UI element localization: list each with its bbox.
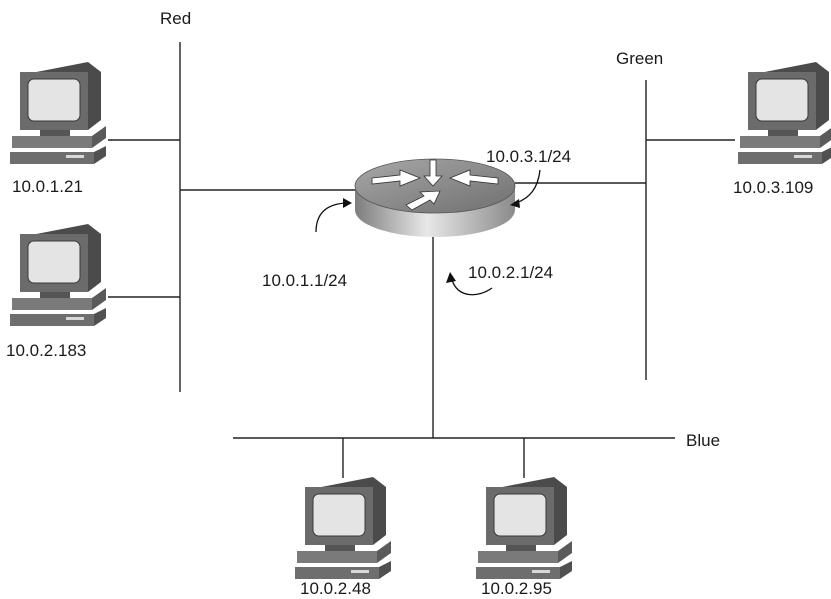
- host-blue-right-ip: 10.0.2.95: [481, 579, 552, 598]
- red-interface-pointer: [315, 198, 352, 233]
- router-blue-interface-label: 10.0.2.1/24: [468, 263, 553, 282]
- red-top-workstation-icon: [9, 61, 107, 165]
- router-red-interface-label: 10.0.1.1/24: [262, 271, 347, 290]
- green-segment-label: Green: [616, 49, 663, 68]
- host-red-top-ip: 10.0.1.21: [12, 177, 83, 196]
- router-green-interface-label: 10.0.3.1/24: [486, 147, 571, 166]
- blue-interface-pointer: [446, 272, 493, 296]
- green-interface-pointer: [510, 169, 541, 208]
- blue-right-workstation-icon: [475, 476, 573, 580]
- host-red-bottom-ip: 10.0.2.183: [6, 341, 86, 360]
- router-icon: [354, 158, 516, 237]
- red-segment-label: Red: [160, 9, 191, 28]
- red-bottom-workstation-icon: [9, 223, 107, 327]
- green-workstation-icon: [737, 61, 831, 165]
- host-blue-left-ip: 10.0.2.48: [300, 579, 371, 598]
- host-green-ip: 10.0.3.109: [733, 178, 813, 197]
- blue-left-workstation-icon: [294, 476, 392, 580]
- blue-segment-label: Blue: [686, 431, 720, 450]
